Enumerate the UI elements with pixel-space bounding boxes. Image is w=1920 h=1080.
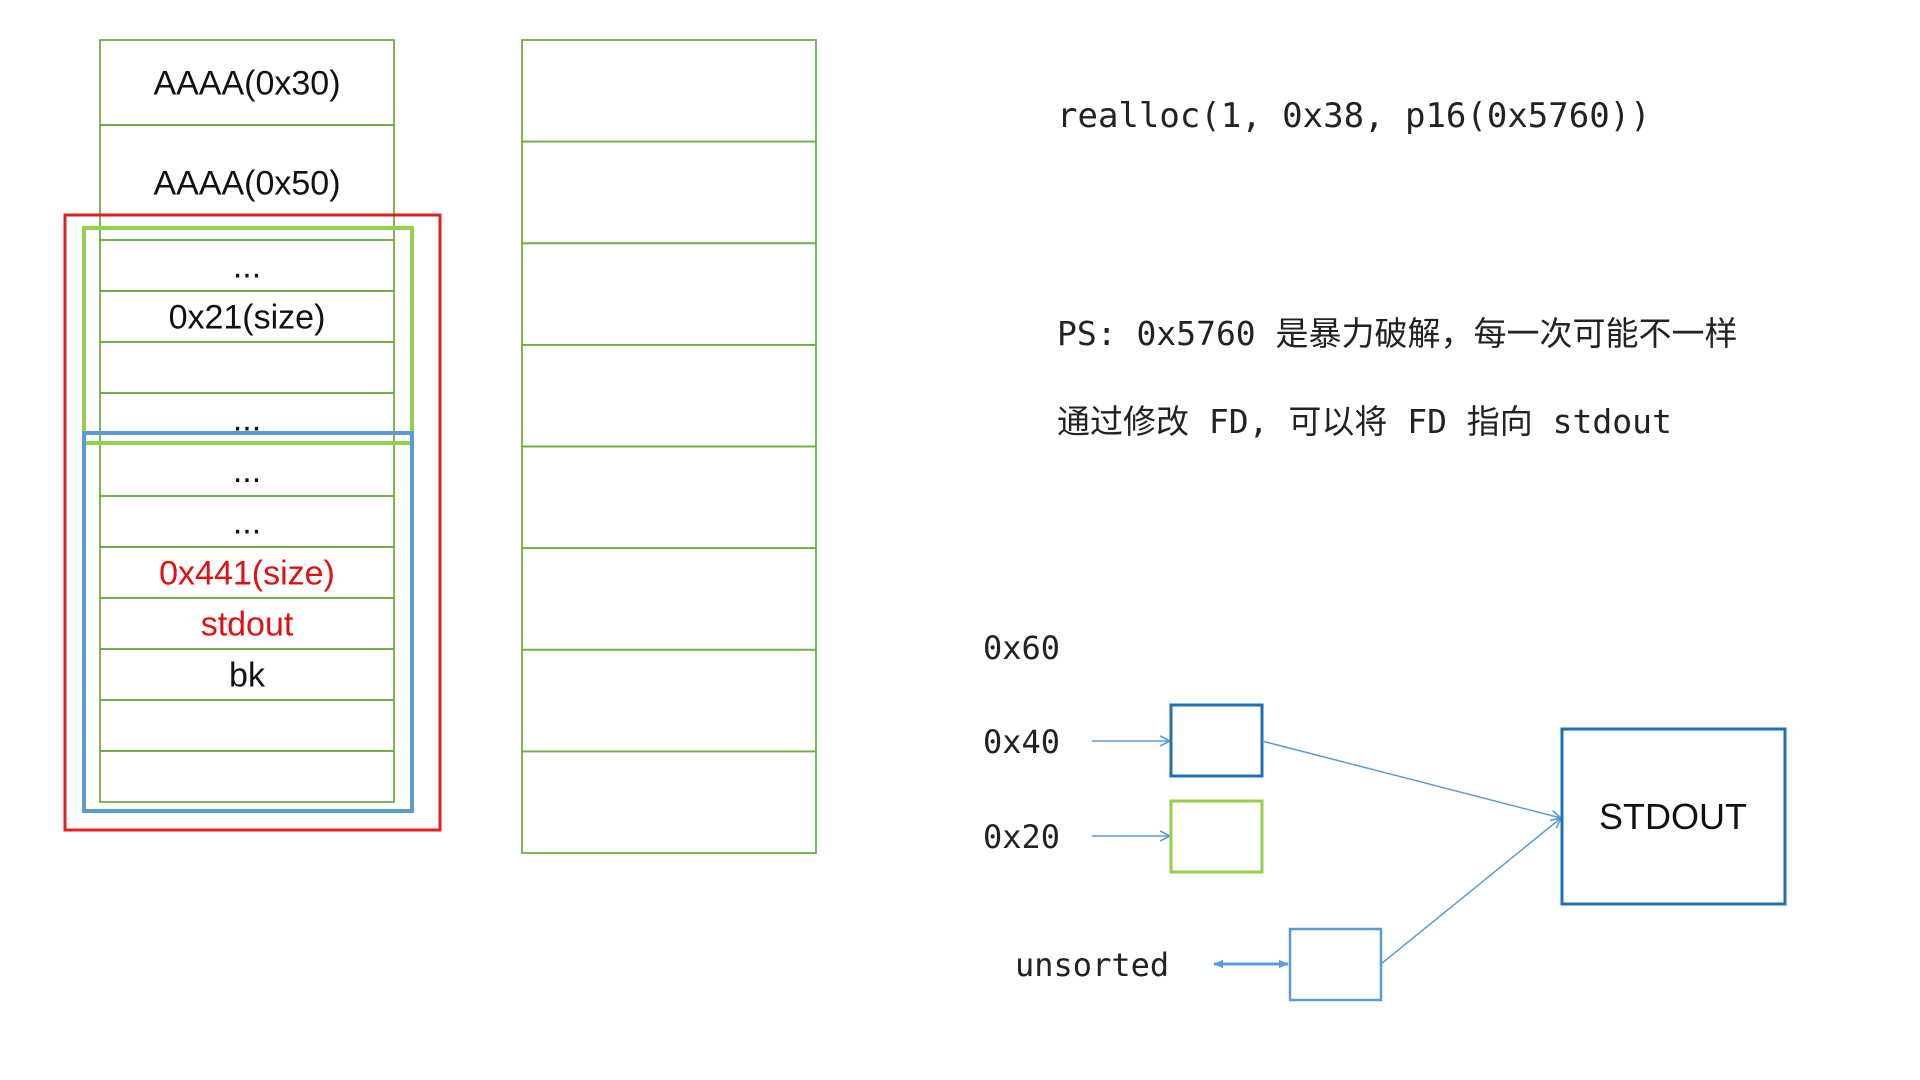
stdout-label: STDOUT bbox=[1599, 796, 1747, 837]
heap-cell-label: AAAA(0x30) bbox=[153, 65, 340, 103]
empty-cell bbox=[521, 445, 817, 550]
bin-label-0x20: 0x20 bbox=[983, 818, 1060, 856]
bin-label-0x60: 0x60 bbox=[983, 629, 1060, 667]
stdout-box bbox=[1560, 727, 1787, 906]
arrow-to-stdout-from-unsorted bbox=[1380, 818, 1561, 965]
heap-cell bbox=[99, 750, 395, 803]
empty-chunk-column bbox=[521, 39, 817, 854]
empty-cell bbox=[521, 547, 817, 651]
arrow-to-stdout-from-0x40 bbox=[1261, 740, 1561, 818]
bin-label-unsorted: unsorted bbox=[1015, 946, 1169, 984]
red-highlight bbox=[63, 213, 442, 832]
empty-cell bbox=[521, 140, 817, 245]
heap-cell-label: ... bbox=[233, 452, 261, 490]
heap-cell-label: ... bbox=[233, 504, 261, 542]
heap-chunk-column: AAAA(0x30)AAAA(0x50)...0x21(size).......… bbox=[99, 39, 395, 803]
empty-cell bbox=[521, 39, 817, 143]
chunk-box-0x40 bbox=[1169, 703, 1264, 778]
realloc-code: realloc(1, 0x38, p16(0x5760)) bbox=[1057, 96, 1651, 136]
empty-cell bbox=[521, 750, 817, 854]
heap-cell-label: 0x21(size) bbox=[169, 299, 326, 337]
empty-cell bbox=[521, 343, 817, 448]
heap-cell bbox=[99, 341, 395, 394]
empty-cell bbox=[521, 648, 817, 753]
fd-note: 通过修改 FD, 可以将 FD 指向 stdout bbox=[1057, 402, 1672, 441]
heap-cell-label: 0x441(size) bbox=[159, 555, 335, 593]
heap-cell-label: bk bbox=[229, 657, 266, 695]
heap-cell-label: AAAA(0x50) bbox=[153, 165, 340, 203]
heap-cell-label: stdout bbox=[201, 606, 294, 644]
heap-cell-label: ... bbox=[233, 248, 261, 286]
bin-label-0x40: 0x40 bbox=[983, 723, 1060, 761]
empty-cell bbox=[521, 242, 817, 346]
chunk-box-unsorted bbox=[1288, 927, 1383, 1002]
heap-cell bbox=[99, 699, 395, 752]
ps-note: PS: 0x5760 是暴力破解，每一次可能不一样 bbox=[1057, 314, 1738, 353]
green-highlight bbox=[82, 226, 414, 445]
chunk-box-0x20 bbox=[1169, 799, 1264, 874]
blue-highlight bbox=[82, 431, 414, 813]
